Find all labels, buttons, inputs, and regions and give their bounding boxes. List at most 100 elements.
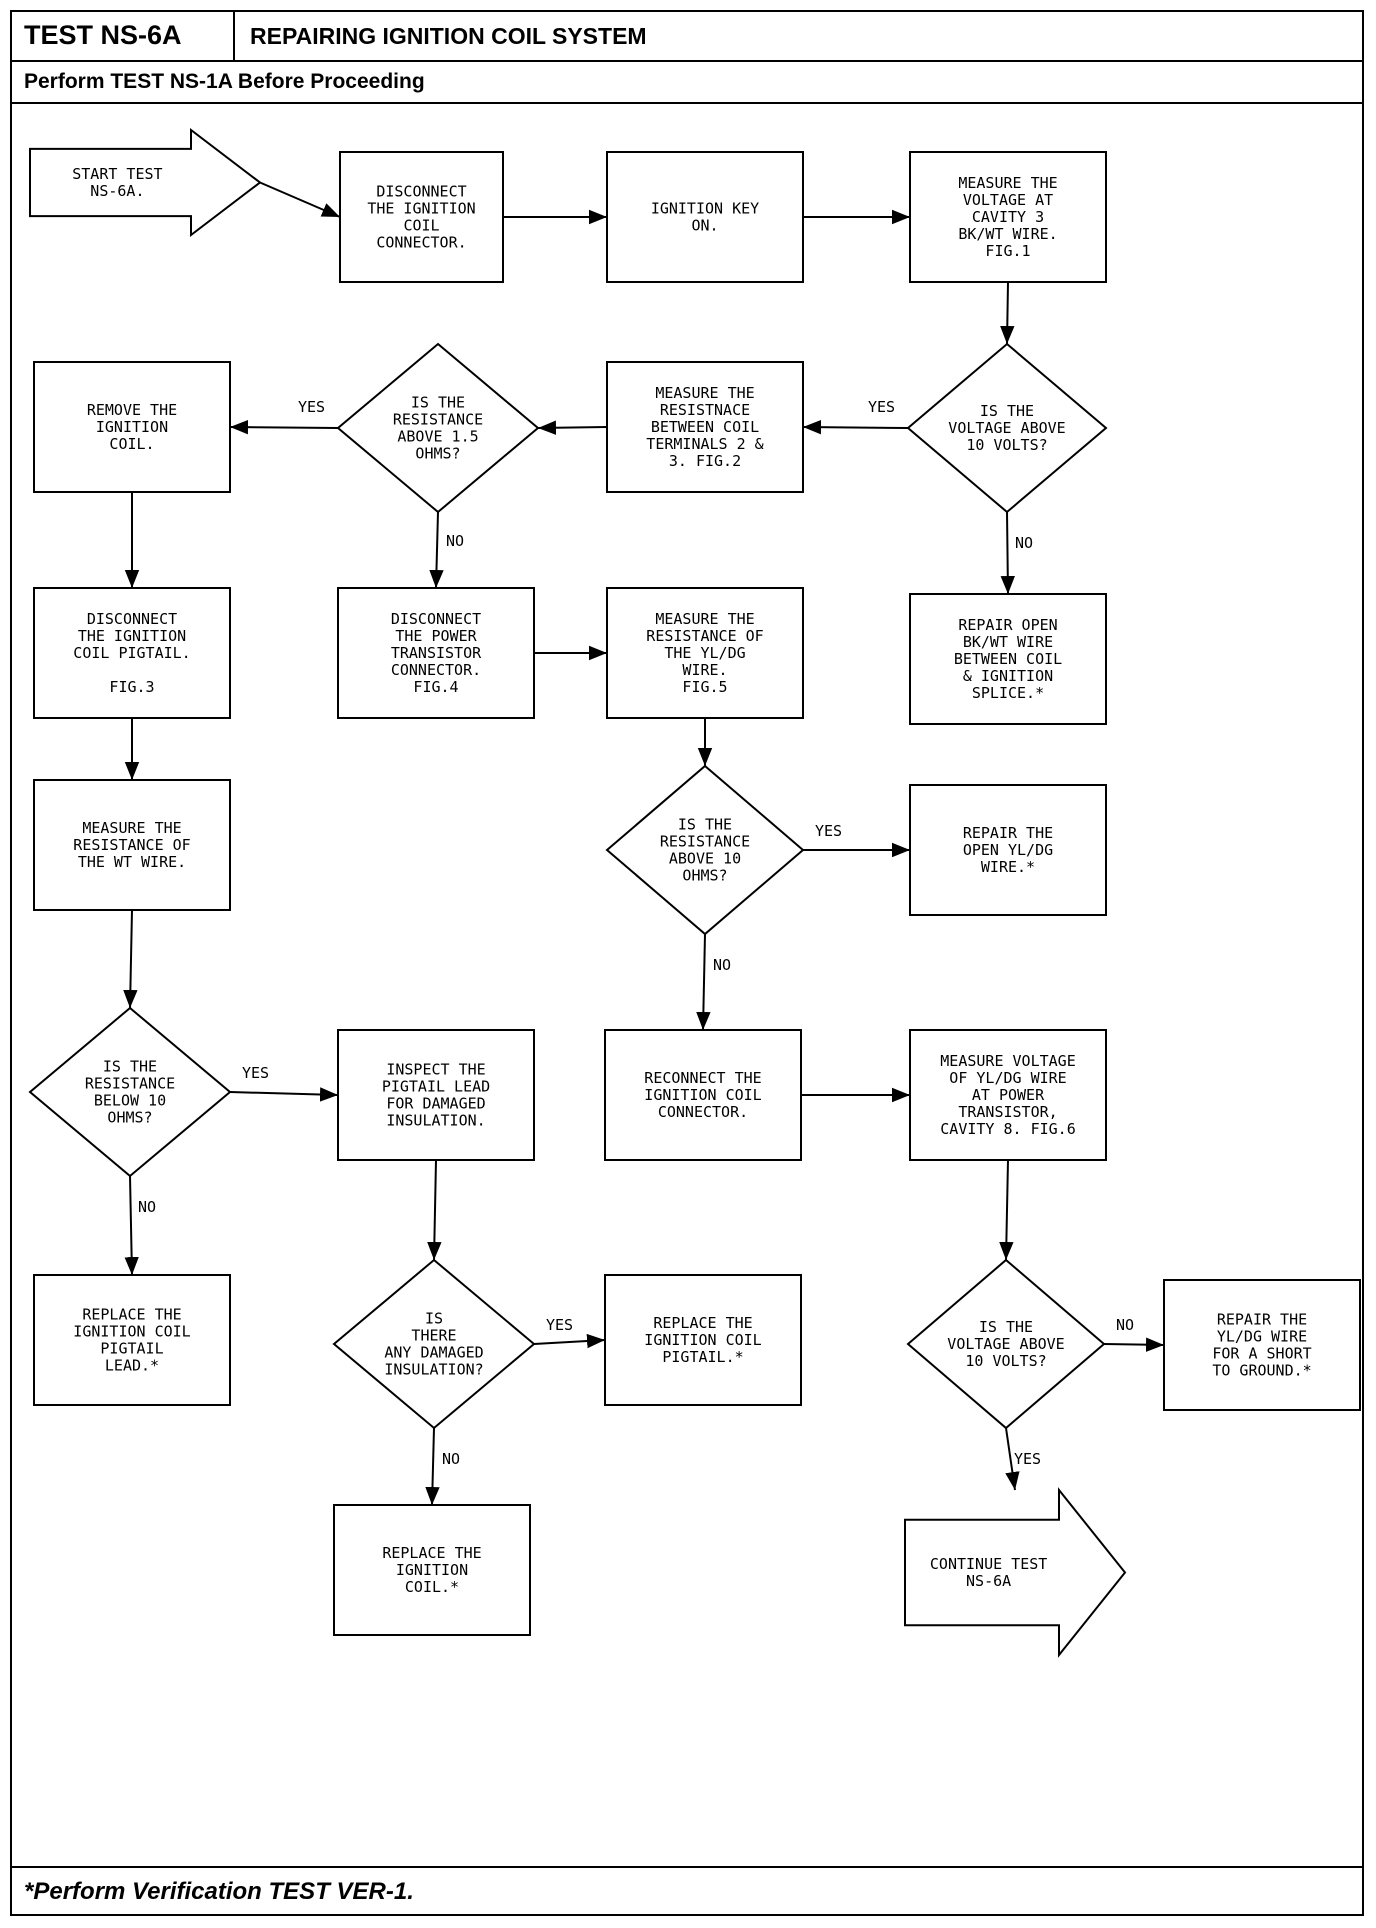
node-text-line: RESISTANCE <box>393 411 483 429</box>
node-text-line: MEASURE THE <box>655 384 754 402</box>
node-text-line: TRANSISTOR, <box>958 1103 1057 1121</box>
node-text-line: MEASURE THE <box>82 819 181 837</box>
node-text-line: COIL <box>403 217 439 235</box>
process-box <box>606 151 804 283</box>
node-text-line: VOLTAGE ABOVE <box>948 419 1065 437</box>
connector-q_damaged_insulation-to-replace_coil <box>425 1427 440 1506</box>
node-text-line: MEASURE THE <box>958 174 1057 192</box>
edge-label-yes: YES <box>815 822 842 840</box>
node-text-line: BETWEEN COIL <box>651 418 759 436</box>
connector-q_resistance_above_10-to-reconnect_coil <box>696 933 711 1031</box>
connector-q_voltage_above_10-to-repair_open_bkwt <box>1000 511 1015 595</box>
process-box <box>909 593 1107 725</box>
node-text-line: BELOW 10 <box>94 1092 166 1110</box>
decision-diamond <box>332 1258 536 1430</box>
node-text-line: CAVITY 3 <box>972 208 1044 226</box>
node-text-line: ABOVE 1.5 <box>397 428 478 446</box>
node-text-line: ABOVE 10 <box>669 850 741 868</box>
node-text-line: INSPECT THE <box>386 1061 485 1079</box>
node-text-line: 10 VOLTS? <box>966 436 1047 454</box>
node-text-line: IS THE <box>979 1318 1033 1336</box>
decision-diamond <box>906 342 1108 514</box>
node-text-line: COIL. <box>109 435 154 453</box>
node-text-line: IGNITION COIL <box>644 1331 761 1349</box>
node-text-line: OHMS? <box>682 867 727 885</box>
node-text-line: FIG.4 <box>413 678 458 696</box>
process-box <box>909 784 1107 916</box>
node-text-line: IGNITION COIL <box>644 1086 761 1104</box>
connector-q_resistance_below_10-to-inspect_pigtail <box>229 1087 339 1102</box>
page-frame <box>10 10 1364 1916</box>
node-text-line: TO GROUND.* <box>1212 1362 1311 1380</box>
node-text-line: IGNITION <box>396 1561 468 1579</box>
node-text-line: WIRE.* <box>981 858 1035 876</box>
edge-label-no: NO <box>713 956 731 974</box>
connector-measure_resistance_terminals-to-q_resistance_above_1_5 <box>537 420 608 435</box>
node-text-line: REPAIR OPEN <box>958 616 1057 634</box>
node-text-line: VOLTAGE ABOVE <box>947 1335 1064 1353</box>
edge-label-yes: YES <box>242 1064 269 1082</box>
node-text-line: BETWEEN COIL <box>954 650 1062 668</box>
terminal-arrow <box>904 1487 1127 1658</box>
edge-label-no: NO <box>138 1198 156 1216</box>
node-text-line: THE IGNITION <box>78 627 186 645</box>
node-text-line: COIL PIGTAIL. <box>73 644 190 662</box>
node-text-line: IS THE <box>678 816 732 834</box>
node-text-line: RESISTANCE <box>85 1075 175 1093</box>
decision-diamond <box>336 342 540 514</box>
node-text-line: COIL.* <box>405 1578 459 1596</box>
decision-diamond <box>28 1006 232 1178</box>
node-text-line: IGNITION KEY <box>651 200 759 218</box>
node-text-line: & IGNITION <box>963 667 1053 685</box>
connector-start-to-disconnect_coil_connector <box>259 181 341 218</box>
process-box <box>33 779 231 911</box>
node-text-line: REPLACE THE <box>82 1306 181 1324</box>
node-text-line: CONTINUE TEST <box>930 1555 1047 1573</box>
node-text-line: IS THE <box>411 394 465 412</box>
connector-q_voltage_above_10_b-to-continue <box>1005 1427 1020 1491</box>
process-box <box>606 361 804 493</box>
edge-label-no: NO <box>1116 1316 1134 1334</box>
edge-label-yes: YES <box>546 1316 573 1334</box>
node-text-line: FOR A SHORT <box>1212 1345 1311 1363</box>
footer-note: *Perform Verification TEST VER-1. <box>24 1878 414 1905</box>
node-text-line: TERMINALS 2 & <box>646 435 763 453</box>
node-text-line: NS-6A. <box>90 182 144 200</box>
connector-q_resistance_below_10-to-replace_pigtail_lead <box>124 1175 139 1276</box>
node-text-line: OHMS? <box>415 445 460 463</box>
node-text-line: BK/WT WIRE <box>963 633 1053 651</box>
node-text-line: RESISTANCE OF <box>73 836 190 854</box>
node-text-line: DISCONNECT <box>87 610 177 628</box>
node-text-line: NS-6A <box>966 1572 1011 1590</box>
node-text-line: DISCONNECT <box>376 183 466 201</box>
node-text-line: IS THE <box>103 1058 157 1076</box>
node-text-line: IS <box>425 1310 443 1328</box>
node-text-line: TRANSISTOR <box>391 644 482 662</box>
node-text-line: OPEN YL/DG <box>963 841 1053 859</box>
connector-q_resistance_above_1_5-to-remove_coil <box>229 419 339 435</box>
node-text-line: FIG.1 <box>985 242 1030 260</box>
node-text-line: YL/DG WIRE <box>1217 1328 1307 1346</box>
process-box <box>606 587 804 719</box>
node-text-line: BK/WT WIRE. <box>958 225 1057 243</box>
connector-q_damaged_insulation-to-replace_pigtail <box>533 1333 606 1349</box>
node-text-line: FOR DAMAGED <box>386 1095 485 1113</box>
node-text-line: IS THE <box>980 402 1034 420</box>
decision-diamond <box>906 1258 1106 1430</box>
edge-label-yes: YES <box>1014 1450 1041 1468</box>
edge-label-yes: YES <box>868 398 895 416</box>
